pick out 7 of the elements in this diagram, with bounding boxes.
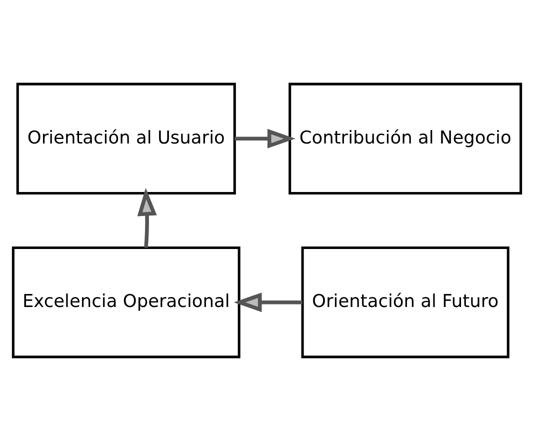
- arrow: [234, 128, 296, 148]
- node-box: Contribución al Negocio: [288, 82, 522, 194]
- arrow: [137, 187, 157, 248]
- arrow: [234, 292, 302, 312]
- node-box: Orientación al Futuro: [301, 246, 510, 358]
- node-box: Excelencia Operacional: [12, 246, 240, 358]
- node-box: Orientación al Usuario: [16, 82, 236, 194]
